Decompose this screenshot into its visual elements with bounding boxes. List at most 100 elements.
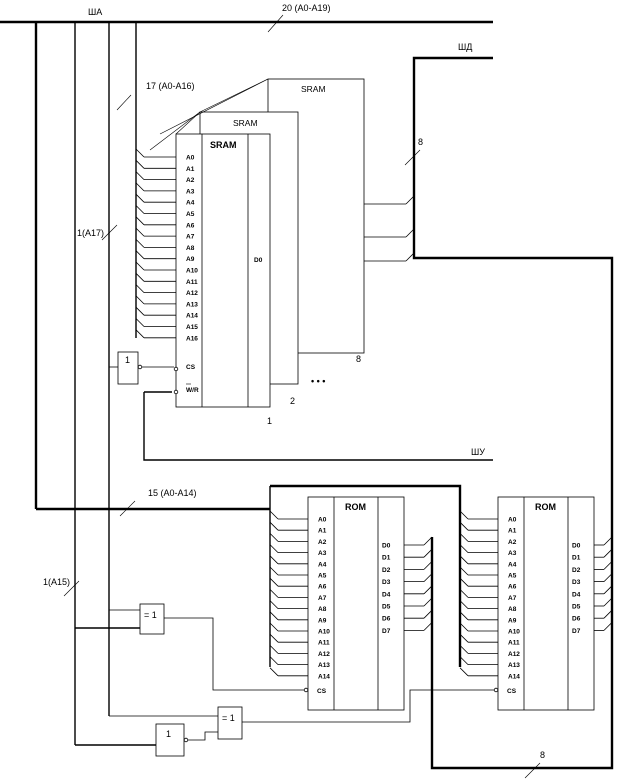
address-bus-label: ША [88, 7, 102, 17]
rom1-pins-d1: D1 [382, 555, 391, 562]
rom-inverter-label: 1 [166, 729, 171, 739]
rom2-pins-d6: D6 [572, 616, 581, 623]
sram-pin-a11: A11 [186, 279, 198, 286]
sram-pin-a15: A15 [186, 324, 198, 331]
rom-2-pins: A0A1A2A3A4A5A6A7A8A9A10A11A12A13A14D0D1D… [459, 510, 613, 680]
sram-inverter-label: 1 [125, 355, 130, 365]
rom2-pins-a14: A14 [508, 673, 520, 680]
rom-1-title: ROM [345, 502, 366, 512]
rom1-pins-d3: D3 [382, 579, 391, 586]
top-data-width-label: 8 [418, 137, 423, 147]
address-bus: ША 20 (A0-A19) 17 (A0-A16) 1(A17) [0, 3, 493, 745]
rom-2-title: ROM [535, 502, 556, 512]
sram-pin-a16: A16 [186, 335, 198, 342]
sram-pin-a9: A9 [186, 256, 195, 263]
sram-stack: SRAM 8 SRAM 2 • • • SRAM A0A1A2A3A4A5A6A… [135, 78, 365, 426]
rom2-pins-a13: A13 [508, 662, 520, 669]
rom1-pins-a5: A5 [318, 573, 327, 580]
sram-chip-1: SRAM A0A1A2A3A4A5A6A7A8A9A10A11A12A13A14… [135, 133, 272, 426]
sram-address-pins: A0A1A2A3A4A5A6A7A8A9A10A11A12A13A14A15A1… [135, 148, 198, 342]
sram-pin-a5: A5 [186, 211, 195, 218]
sram-d0-pin: D0 [254, 257, 263, 264]
rom1-pins-d0: D0 [382, 543, 391, 550]
rom1-pins-d6: D6 [382, 616, 391, 623]
sram-title: SRAM [210, 140, 237, 150]
rom-address-width-label: 15 (A0-A14) [148, 488, 197, 498]
rom-select-width-label: 1(A15) [43, 577, 70, 587]
rom2-pins-a10: A10 [508, 629, 520, 636]
bottom-data-width-label: 8 [540, 750, 545, 760]
sram-chip-2-number: 2 [290, 396, 295, 406]
rom1-pins-a0: A0 [318, 517, 327, 524]
sram-pin-a7: A7 [186, 234, 195, 241]
rom1-pins-a7: A7 [318, 595, 327, 602]
rom-inverter-gate: 1 [75, 723, 218, 757]
rom-xor-gate-2: = 1 [109, 689, 494, 740]
rom1-pins-a12: A12 [318, 651, 330, 658]
rom2-pins-d1: D1 [572, 555, 581, 562]
rom2-pins-d2: D2 [572, 567, 581, 574]
rom2-pins-d0: D0 [572, 543, 581, 550]
sram-pin-a8: A8 [186, 245, 195, 252]
rom1-pins-a2: A2 [318, 539, 327, 546]
rom2-pins-a2: A2 [508, 539, 517, 546]
rom1-pins-a3: A3 [318, 550, 327, 557]
rom1-pins-a14: A14 [318, 673, 330, 680]
rom-xor-2-label: = 1 [222, 713, 235, 723]
rom2-pins-d3: D3 [572, 579, 581, 586]
sram-pin-a6: A6 [186, 222, 195, 229]
rom2-pins-a11: A11 [508, 640, 520, 647]
sram-pin-a14: A14 [186, 313, 198, 320]
data-bus-label: ШД [458, 42, 472, 52]
rom-1-cs-pin: CS [317, 688, 327, 695]
rom2-pins-a7: A7 [508, 595, 517, 602]
rom1-pins-a10: A10 [318, 629, 330, 636]
main-address-width-label: 20 (A0-A19) [282, 3, 331, 13]
sram-pin-a4: A4 [186, 200, 195, 207]
rom2-pins-a3: A3 [508, 550, 517, 557]
rom2-pins-a5: A5 [508, 573, 517, 580]
rom-xor-gate-1: = 1 [75, 603, 304, 691]
rom-chip-1: ROM A0A1A2A3A4A5A6A7A8A9A10A11A12A13A14D… [269, 496, 433, 711]
sram-chip-1-number: 1 [267, 416, 272, 426]
sram-chip-2-title: SRAM [233, 118, 258, 128]
sram-cs-pin: CS [186, 364, 196, 371]
control-bus: ШУ [143, 391, 493, 461]
sram-pin-a10: A10 [186, 268, 198, 275]
sram-inverter-gate: 1 [109, 351, 174, 385]
rom2-pins-a1: A1 [508, 528, 517, 535]
rom1-pins-d5: D5 [382, 604, 391, 611]
sram-pin-a12: A12 [186, 290, 198, 297]
rom-2-cs-pin: CS [507, 688, 517, 695]
rom-chip-2: ROM A0A1A2A3A4A5A6A7A8A9A10A11A12A13A14D… [459, 496, 613, 711]
sram-address-width-label: 17 (A0-A16) [146, 81, 195, 91]
rom1-pins-a13: A13 [318, 662, 330, 669]
rom-address-bus: 15 (A0-A14) 1(A15) [36, 484, 462, 667]
sram-chip-8-number: 8 [356, 354, 361, 364]
rom2-pins-a6: A6 [508, 584, 517, 591]
control-bus-label: ШУ [471, 447, 485, 457]
rom1-pins-a11: A11 [318, 640, 330, 647]
rom1-pins-a9: A9 [318, 617, 327, 624]
rom1-pins-d4: D4 [382, 591, 391, 598]
sram-ellipsis: • • • [311, 376, 325, 386]
sram-pin-a1: A1 [186, 166, 195, 173]
sram-select-width-label: 1(A17) [77, 228, 104, 238]
rom2-pins-d7: D7 [572, 628, 581, 635]
rom2-pins-a0: A0 [508, 517, 517, 524]
rom2-pins-a4: A4 [508, 561, 517, 568]
sram-wr-pin: W/R [186, 387, 199, 394]
sram-pin-a0: A0 [186, 155, 195, 162]
rom2-pins-d4: D4 [572, 591, 581, 598]
rom1-pins-a4: A4 [318, 561, 327, 568]
rom2-pins-d5: D5 [572, 604, 581, 611]
sram-chip-8-title: SRAM [301, 84, 326, 94]
rom1-pins-d2: D2 [382, 567, 391, 574]
rom1-pins-a8: A8 [318, 606, 327, 613]
rom1-pins-a6: A6 [318, 584, 327, 591]
rom2-pins-a9: A9 [508, 617, 517, 624]
rom2-pins-a8: A8 [508, 606, 517, 613]
rom-xor-1-label: = 1 [144, 610, 157, 620]
sram-pin-a2: A2 [186, 177, 195, 184]
